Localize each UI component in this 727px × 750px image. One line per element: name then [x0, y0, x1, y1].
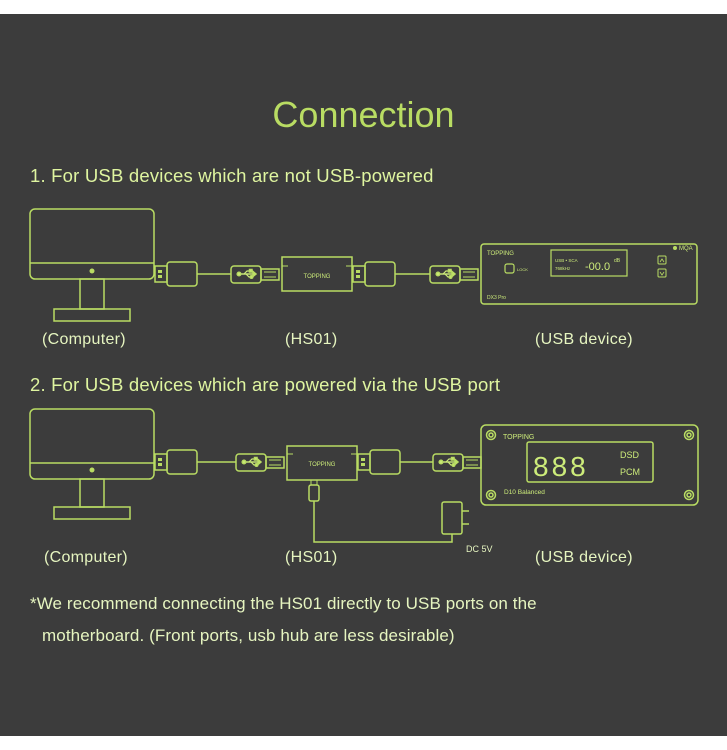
usb-plug-icon	[154, 449, 198, 475]
connection-diagram: TOPPING TOPPING DX3 Pro LOCK USB • SCA 7…	[29, 208, 699, 543]
diagram-canvas: TOPPING TOPPING DX3 Pro LOCK USB • SCA 7…	[0, 14, 727, 736]
usb-plug-icon	[352, 261, 396, 287]
label-computer: (Computer)	[42, 331, 126, 348]
usb-device-2	[480, 424, 699, 506]
power-led-icon	[89, 467, 95, 473]
display-left2: 768kHz	[555, 266, 571, 271]
power-label: DC 5V	[466, 544, 493, 554]
usb-plug-icon	[357, 449, 401, 475]
knob-label: LOCK	[517, 267, 528, 272]
page-title: Connection	[272, 94, 455, 135]
label-hs01: (HS01)	[285, 549, 338, 566]
hs01-device-1	[281, 256, 353, 292]
display-digits: 888	[533, 451, 589, 482]
section-2-heading: 2. For USB devices which are powered via…	[30, 374, 501, 395]
hs01-device-2	[286, 445, 358, 481]
device-model: DX3 Pro	[487, 295, 506, 301]
power-adapter-icon	[441, 501, 469, 535]
dsd-indicator: DSD	[620, 450, 640, 460]
hs01-logo: TOPPING	[304, 274, 331, 280]
device-model: D10 Balanced	[504, 489, 545, 496]
device-logo: TOPPING	[503, 434, 534, 441]
usb-plug-icon	[230, 265, 280, 284]
usb-plug-icon	[154, 261, 198, 287]
device-logo: TOPPING	[487, 251, 514, 257]
usb-symbol-icon	[241, 456, 262, 468]
label-hs01: (HS01)	[285, 331, 338, 348]
mqa-brand: MQA	[679, 246, 693, 252]
usb-symbol-icon	[438, 456, 459, 468]
usb-symbol-icon	[236, 268, 257, 280]
recommendation-note-line2: motherboard. (Front ports, usb hub are l…	[42, 626, 455, 645]
knob-icon	[504, 263, 515, 274]
display-unit: dB	[614, 258, 621, 264]
hs01-logo: TOPPING	[309, 462, 336, 468]
display-value: -00.0	[585, 261, 610, 273]
display-left: USB • SCA	[555, 258, 578, 263]
usb-symbol-icon	[435, 268, 456, 280]
usb-plug-icon	[235, 453, 285, 472]
power-cable	[308, 479, 453, 543]
usb-device-1	[480, 243, 698, 305]
label-computer: (Computer)	[44, 549, 128, 566]
usb-plug-icon	[429, 265, 479, 284]
section-1-heading: 1. For USB devices which are not USB-pow…	[30, 165, 434, 186]
power-led-icon	[89, 268, 95, 274]
recommendation-note-line1: *We recommend connecting the HS01 direct…	[30, 594, 537, 613]
computer-monitor-1	[29, 208, 155, 322]
pcm-indicator: PCM	[620, 467, 640, 477]
label-usb-device: (USB device)	[535, 549, 633, 566]
usb-plug-icon	[432, 453, 482, 472]
computer-monitor-2	[29, 408, 155, 520]
label-usb-device: (USB device)	[535, 331, 633, 348]
